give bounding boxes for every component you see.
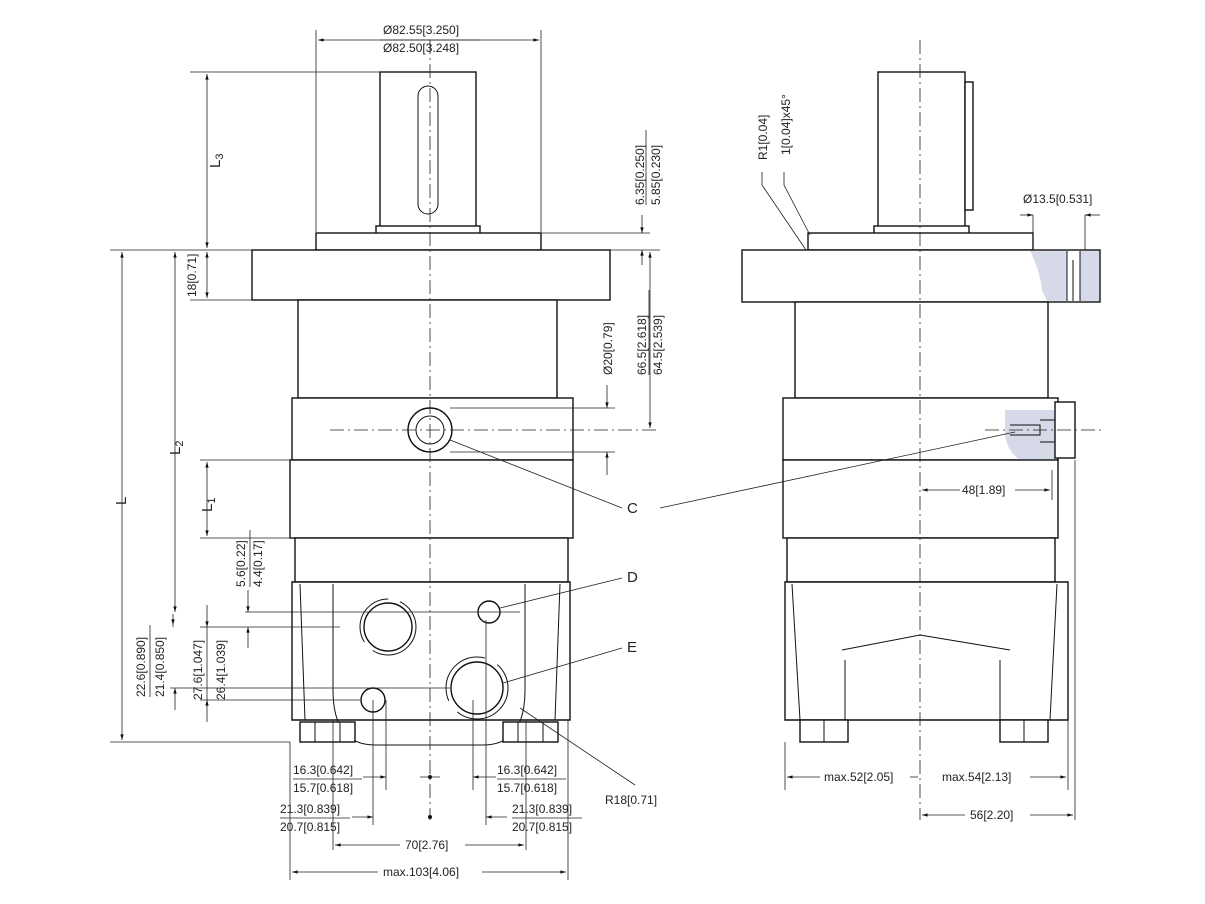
pilot-height-max: 6.35[0.250] <box>633 145 647 205</box>
shaft-dia-min: Ø82.50[3.248] <box>383 41 459 55</box>
callout-e: E <box>627 639 637 656</box>
d-offset-max: 5.6[0.22] <box>234 540 248 587</box>
d-offset-min: 4.4[0.17] <box>251 540 265 587</box>
svg-text:L1: L1 <box>199 498 218 512</box>
bolt-heads <box>299 721 559 743</box>
max-width: max.103[4.06] <box>383 865 459 879</box>
label-l1: L <box>199 504 216 512</box>
callout-d: D <box>627 569 638 586</box>
radius-label: R18[0.71] <box>605 793 657 807</box>
shaft-dia-max: Ø82.55[3.250] <box>383 23 459 37</box>
fillet-radius: R1[0.04] <box>756 115 770 160</box>
f-offset-min: 26.4[1.039] <box>214 640 228 700</box>
svg-text:L2: L2 <box>167 441 186 455</box>
side-view <box>741 40 1105 820</box>
front-dimensions: Ø82.55[3.250] Ø82.50[3.248] L3 18[0.71] … <box>110 23 665 880</box>
left-hole-1-max: 16.3[0.642] <box>293 763 353 777</box>
right-hole-2-min: 20.7[0.815] <box>512 820 572 834</box>
left-max: max.52[2.05] <box>824 770 893 784</box>
pilot-height-min: 5.85[0.230] <box>649 145 663 205</box>
right-max: max.54[2.13] <box>942 770 1011 784</box>
chamfer-label: 1[0.04]x45° <box>779 94 793 155</box>
right-hole-2-max: 21.3[0.839] <box>512 802 572 816</box>
callout-c: C <box>627 500 638 517</box>
right-hole-1-max: 16.3[0.642] <box>497 763 557 777</box>
label-l3: L <box>207 160 224 168</box>
label-l3-sub: 3 <box>214 154 226 160</box>
port-position-max: 66.5[2.618] <box>635 315 649 375</box>
hole-diameter: Ø13.5[0.531] <box>1023 192 1092 206</box>
label-l: L <box>113 497 130 505</box>
e-offset-min: 21.4[0.850] <box>153 637 167 697</box>
left-hole-2-max: 21.3[0.839] <box>280 802 340 816</box>
port-depth: 48[1.89] <box>962 483 1005 497</box>
label-l1-sub: 1 <box>206 498 218 504</box>
f-offset-max: 27.6[1.047] <box>191 640 205 700</box>
side-dimensions: R1[0.04] 1[0.04]x45° Ø13.5[0.531] 48[1.8… <box>659 94 1100 822</box>
port-diameter: Ø20[0.79] <box>601 322 615 375</box>
port-spacing: 70[2.76] <box>405 838 448 852</box>
e-offset-max: 22.6[0.890] <box>134 637 148 697</box>
svg-text:L3: L3 <box>207 154 226 168</box>
flange-thickness: 18[0.71] <box>185 254 199 297</box>
left-hole-2-min: 20.7[0.815] <box>280 820 340 834</box>
left-hole-1-min: 15.7[0.618] <box>293 781 353 795</box>
port-position-min: 64.5[2.539] <box>651 315 665 375</box>
bolt-position: 56[2.20] <box>970 808 1013 822</box>
label-l2: L <box>167 447 184 455</box>
front-view <box>251 40 660 820</box>
right-hole-1-min: 15.7[0.618] <box>497 781 557 795</box>
label-l2-sub: 2 <box>174 441 186 447</box>
